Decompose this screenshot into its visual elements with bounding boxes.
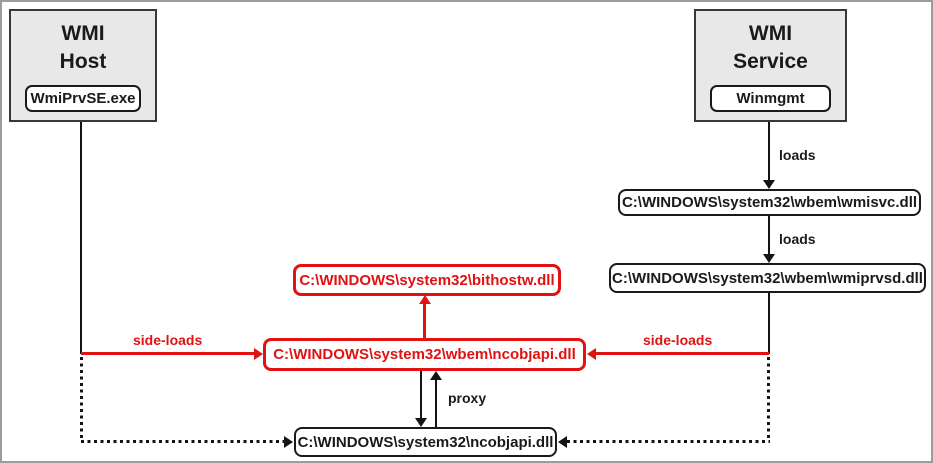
dll-box-ncobjapi-wbem: C:\WINDOWS\system32\wbem\ncobjapi.dll	[263, 338, 586, 371]
arrowhead-down-icon	[415, 418, 427, 427]
arrowhead-down-icon	[763, 254, 775, 263]
wmi-service-title: WMI Service	[733, 22, 808, 73]
label-loads-1: loads	[779, 147, 816, 163]
wmi-service-process-box: Winmgmt	[710, 85, 831, 112]
wmi-host-process-box: WmiPrvSE.exe	[25, 85, 141, 112]
dll-box-wmiprvsd: C:\WINDOWS\system32\wbem\wmiprvsd.dll	[609, 263, 926, 293]
edge-dotted-right-vertical	[767, 357, 770, 441]
wmi-service-node: WMI Service Winmgmt	[694, 9, 847, 122]
wmi-host-node: WMI Host WmiPrvSE.exe	[9, 9, 157, 122]
label-proxy: proxy	[448, 390, 487, 406]
dll-box-wmisvc: C:\WINDOWS\system32\wbem\wmisvc.dll	[618, 189, 921, 216]
edge-dotted-left-vertical	[80, 357, 83, 441]
edge-service-to-wmisvc-line	[768, 122, 770, 182]
edge-dotted-left-horizontal	[81, 440, 284, 443]
edge-wmisvc-to-wmiprvsd-line	[768, 216, 770, 256]
label-side-loads-right: side-loads	[643, 332, 713, 348]
edge-host-vertical-line	[80, 122, 82, 354]
edge-proxy-up-line	[435, 380, 437, 427]
arrowhead-down-icon	[763, 180, 775, 189]
arrowhead-up-icon	[430, 371, 442, 380]
edge-proxy-down-line	[420, 371, 422, 419]
arrowhead-left-icon	[558, 435, 567, 448]
edge-dotted-right-horizontal	[567, 440, 770, 443]
arrowhead-up-icon	[419, 295, 431, 304]
edge-ncobjapi-to-bithostw-line	[423, 303, 426, 338]
dll-box-bithostw: C:\WINDOWS\system32\bithostw.dll	[293, 264, 561, 296]
label-side-loads-left: side-loads	[133, 332, 203, 348]
arrowhead-left-icon	[587, 347, 596, 360]
edge-side-loads-right-line	[596, 352, 769, 355]
dll-box-ncobjapi-system32: C:\WINDOWS\system32\ncobjapi.dll	[294, 427, 557, 457]
wmi-host-title: WMI Host	[59, 22, 107, 73]
edge-side-loads-left-line	[81, 352, 255, 355]
label-loads-2: loads	[779, 231, 816, 247]
arrowhead-right-icon	[284, 435, 293, 448]
arrowhead-right-icon	[254, 347, 263, 360]
edge-wmiprvsd-vertical-line	[768, 293, 770, 354]
